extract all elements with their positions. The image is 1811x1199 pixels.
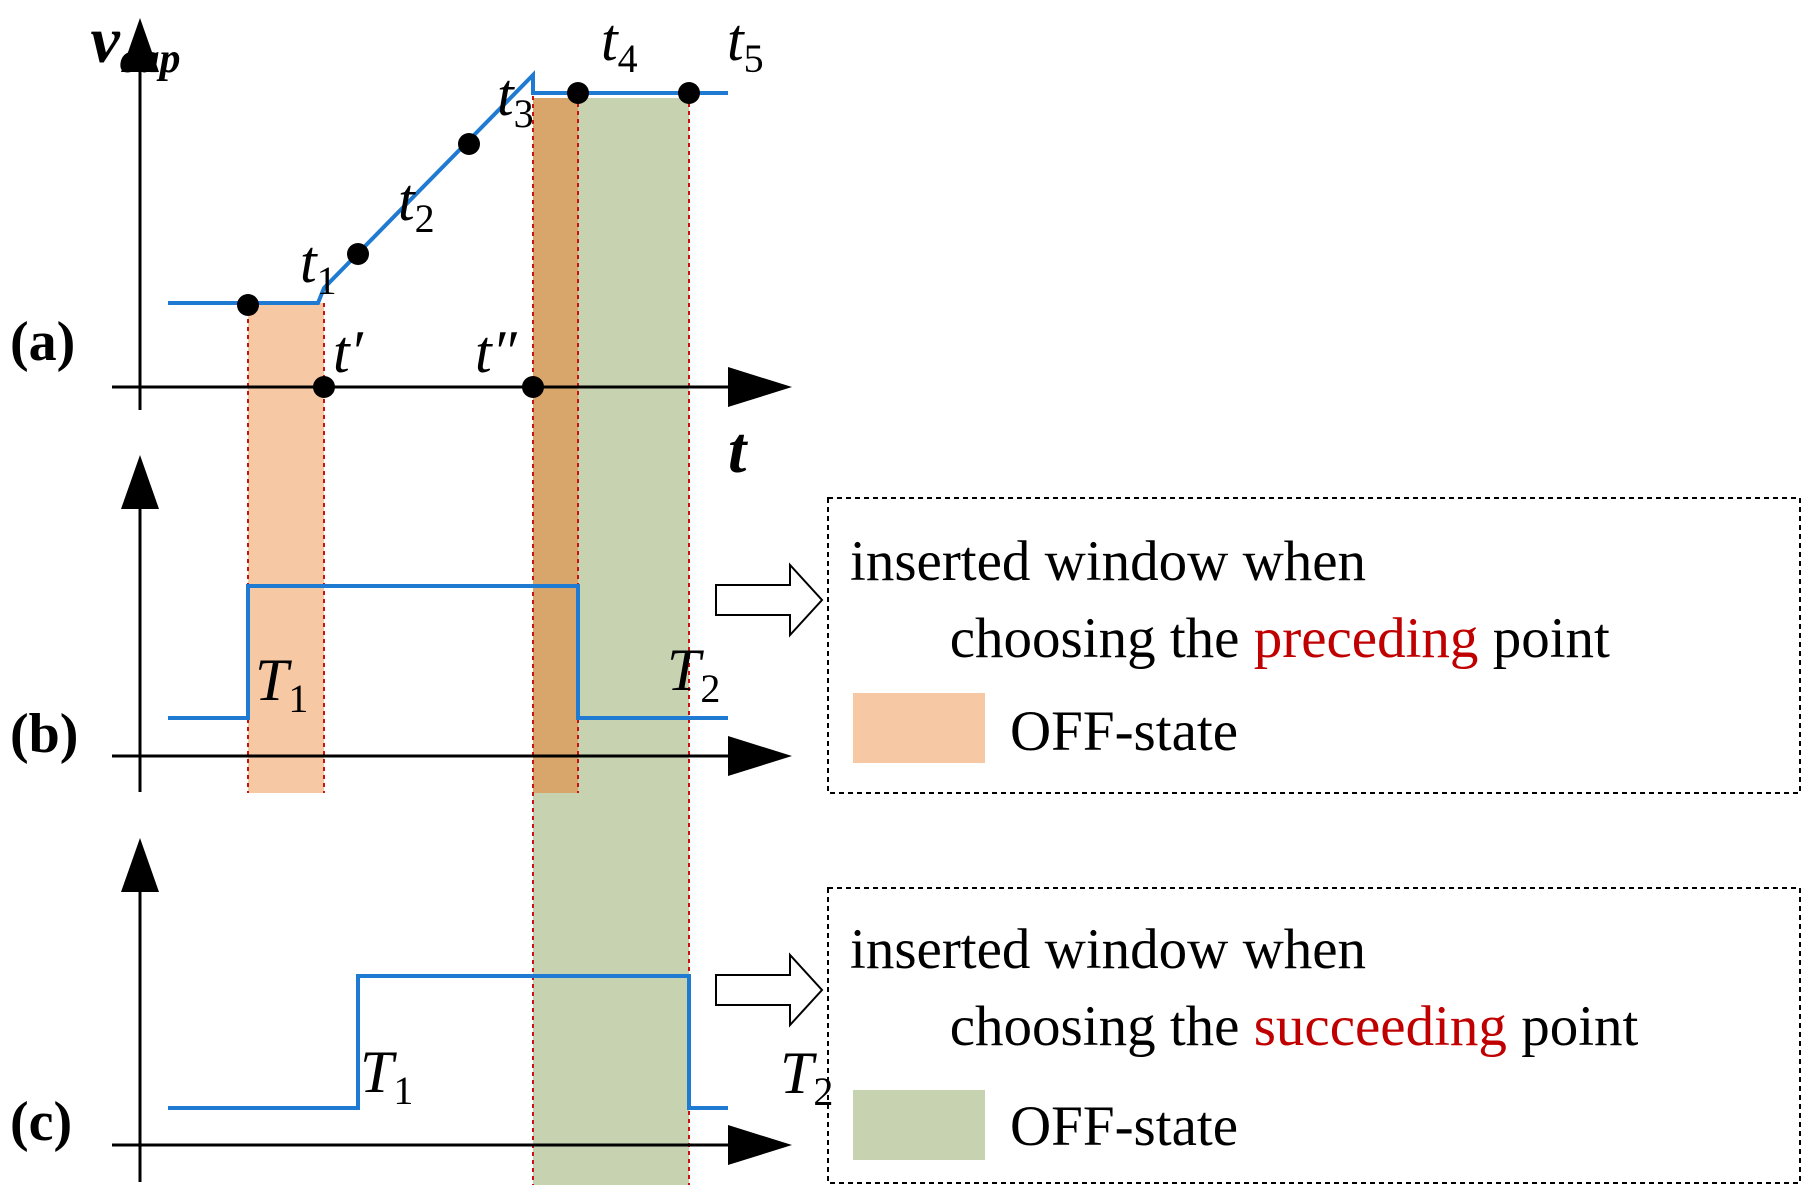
panel-c-axes xyxy=(112,880,740,1182)
legend-succeeding: inserted window when choosing the succee… xyxy=(827,887,1801,1184)
panel-a-axes xyxy=(112,65,740,410)
point-t5-label: t5 xyxy=(652,7,809,85)
shaded-windows xyxy=(248,98,689,1185)
panel-b-axes xyxy=(112,500,740,792)
legend-preceding-line2: choosing the preceding point xyxy=(850,607,1681,670)
legend-succeeding-line2: choosing the succeeding point xyxy=(850,995,1710,1058)
legend-succeeding-frame xyxy=(827,887,1801,1184)
offstate-window-preceding-2 xyxy=(533,98,578,793)
panel-c-y-arrow xyxy=(121,838,159,892)
point-t3-dot xyxy=(458,133,480,155)
legend-preceding: inserted window when choosing the preced… xyxy=(827,497,1801,794)
y-axis-label-vcap: vcap xyxy=(8,4,230,87)
legend-succeeding-arrow-icon xyxy=(715,952,824,1028)
legend-preceding-arrow-icon xyxy=(715,562,824,638)
panel-c-label: (c) xyxy=(10,1091,72,1153)
panel-b-x-arrow xyxy=(728,736,792,776)
legend-preceding-swatch xyxy=(853,693,985,763)
legend-succeeding-swatch-label: OFF-state xyxy=(1010,1095,1238,1158)
panel-c-switch-signal xyxy=(168,974,728,1110)
offstate-window-preceding-1 xyxy=(248,303,324,793)
point-t4-dot xyxy=(567,82,589,104)
x-axis-label-t: t xyxy=(728,414,748,487)
point-t5-dot xyxy=(678,82,700,104)
crossing-t-double-prime-label: t″ xyxy=(475,319,518,385)
legend-succeeding-swatch xyxy=(853,1090,985,1160)
legend-succeeding-line1: inserted window when xyxy=(850,918,1366,981)
legend-preceding-frame xyxy=(827,497,1801,794)
point-t4-label: t4 xyxy=(526,7,683,85)
point-t1-label: t1 xyxy=(225,229,382,307)
panel-a-x-arrow xyxy=(728,367,792,407)
point-t3-label: t3 xyxy=(422,62,579,140)
panel-a-label: (a) xyxy=(10,311,75,373)
legend-preceding-line1: inserted window when xyxy=(850,530,1366,593)
panel-b-t2-label: T2 xyxy=(592,637,765,715)
crossing-t-prime-dot xyxy=(313,376,335,398)
panel-a-y-arrow xyxy=(121,18,159,72)
panel-c-t1-label: T1 xyxy=(285,1039,458,1117)
point-t2-dot xyxy=(347,243,369,265)
panel-b-t1-label: T1 xyxy=(180,647,353,725)
panel-a-vcap-signal xyxy=(168,70,728,305)
point-t1-dot xyxy=(237,294,259,316)
point-t2-label: t2 xyxy=(323,167,480,245)
crossing-t-prime-label: t′ xyxy=(333,319,364,385)
legend-preceding-swatch-label: OFF-state xyxy=(1010,700,1238,763)
panel-b-y-arrow xyxy=(121,455,159,509)
panel-c-x-arrow xyxy=(728,1125,792,1165)
panel-a-points xyxy=(237,82,700,398)
crossing-t-double-prime-dot xyxy=(522,376,544,398)
panel-b-switch-signal xyxy=(168,584,728,720)
panel-b-label: (b) xyxy=(10,703,78,765)
